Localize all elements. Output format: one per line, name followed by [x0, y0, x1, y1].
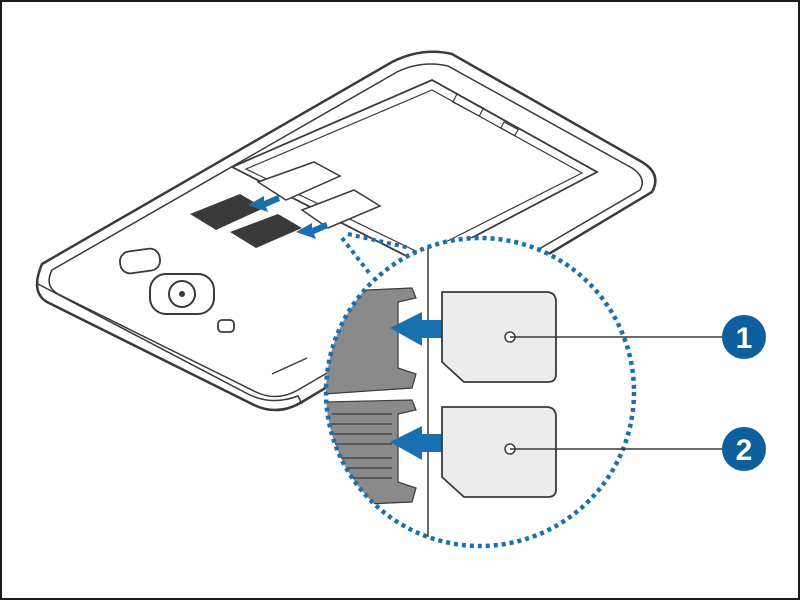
flash-icon — [217, 319, 235, 333]
sensor-icon — [119, 247, 161, 275]
callout-1-badge — [722, 315, 766, 359]
callout-1-label: 1 — [736, 322, 753, 355]
compartment-inner — [244, 89, 584, 255]
phone-side-edge — [37, 283, 303, 405]
phone-back — [35, 50, 657, 412]
insert-arrow-icon — [248, 195, 280, 212]
sim-slot-1-small — [190, 194, 264, 230]
leader-line-right — [347, 232, 411, 250]
sim-card-2-small — [300, 189, 382, 229]
compartment-slot-b — [499, 121, 519, 137]
camera-housing — [149, 273, 215, 315]
camera-icon — [168, 280, 196, 308]
insert-arrow-icon — [390, 312, 458, 346]
zoom-leader-lines — [340, 232, 411, 276]
callout-2: 2 — [722, 427, 766, 471]
zoom-circle-bg — [326, 238, 634, 546]
battery-compartment — [229, 78, 599, 266]
callout-2-badge — [722, 427, 766, 471]
sim-card-2 — [441, 406, 557, 498]
callout-1: 1 — [722, 315, 766, 359]
insert-arrow-icon — [296, 222, 328, 239]
sim-card-1-small — [256, 161, 342, 201]
phone-body-inner-edge — [48, 63, 643, 398]
insert-arrow-icon — [390, 426, 458, 460]
phone-body-outline — [35, 50, 657, 412]
sim-cards-large — [441, 291, 557, 498]
callout-leaders — [510, 336, 722, 450]
compartment-outline — [229, 78, 599, 266]
small-insert-arrows — [248, 195, 328, 239]
speaker-grille — [271, 357, 308, 375]
sim-tray-1 — [326, 287, 417, 395]
sim-card-1 — [441, 291, 557, 383]
camera-lens-center — [179, 291, 185, 297]
callout-2-label: 2 — [736, 434, 753, 467]
zoom-circle-outline — [323, 235, 637, 549]
camera-module — [119, 247, 308, 375]
zoom-detail — [326, 242, 458, 546]
compartment-slot-a — [451, 93, 485, 117]
sim-slot-2-small — [230, 214, 302, 248]
sim-slots-on-phone — [190, 161, 382, 248]
